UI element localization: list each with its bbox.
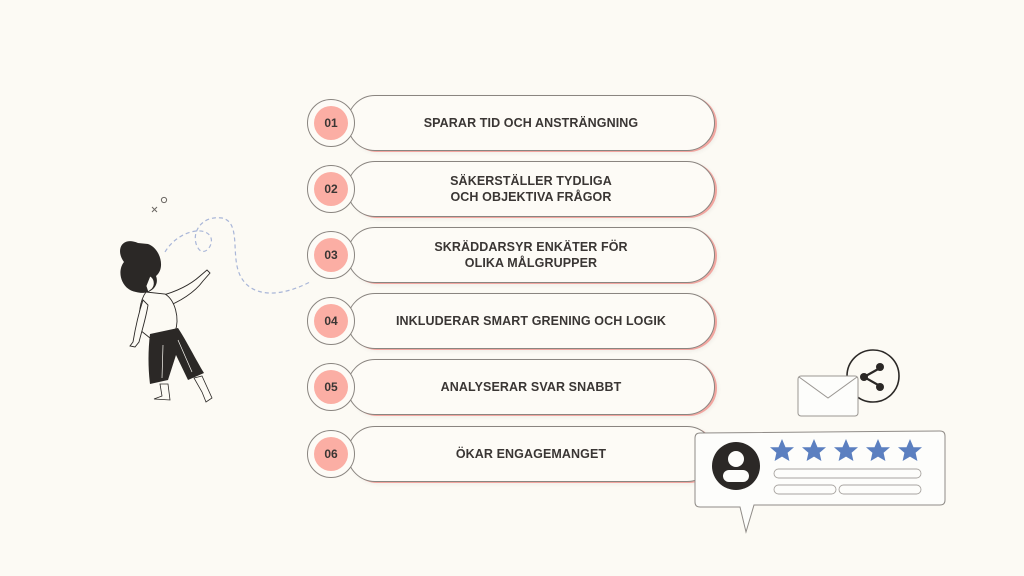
step-pill: SKRÄDDARSYR ENKÄTER FÖR OLIKA MÅLGRUPPER — [347, 227, 715, 283]
step-pill: ÖKAR ENGAGEMANGET — [347, 426, 715, 482]
step-number: 03 — [314, 238, 348, 272]
step-badge-ring: 05 — [307, 363, 355, 411]
rating-stars — [770, 439, 922, 461]
step-number: 04 — [314, 304, 348, 338]
step-pill: ANALYSERAR SVAR SNABBT — [347, 359, 715, 415]
step-pill: SÄKERSTÄLLER TYDLIGA OCH OBJEKTIVA FRÅGO… — [347, 161, 715, 217]
step-3: 03 SKRÄDDARSYR ENKÄTER FÖR OLIKA MÅLGRUP… — [307, 227, 717, 283]
step-1: 01 SPARAR TID OCH ANSTRÄNGNING — [307, 95, 717, 151]
step-badge-ring: 01 — [307, 99, 355, 147]
step-2: 02 SÄKERSTÄLLER TYDLIGA OCH OBJEKTIVA FR… — [307, 161, 717, 217]
step-label: SKRÄDDARSYR ENKÄTER FÖR OLIKA MÅLGRUPPER — [434, 240, 628, 270]
step-label: SPARAR TID OCH ANSTRÄNGNING — [423, 116, 639, 130]
step-pill: SPARAR TID OCH ANSTRÄNGNING — [347, 95, 715, 151]
step-number: 02 — [314, 172, 348, 206]
step-pill: INKLUDERAR SMART GRENING OCH LOGIK — [347, 293, 715, 349]
step-number: 05 — [314, 370, 348, 404]
step-label: ÖKAR ENGAGEMANGET — [455, 447, 607, 461]
step-4: 04 INKLUDERAR SMART GRENING OCH LOGIK — [307, 293, 717, 349]
step-badge-ring: 04 — [307, 297, 355, 345]
step-number: 01 — [314, 106, 348, 140]
step-label: ANALYSERAR SVAR SNABBT — [440, 380, 622, 394]
step-5: 05 ANALYSERAR SVAR SNABBT — [307, 359, 717, 415]
step-label: SÄKERSTÄLLER TYDLIGA OCH OBJEKTIVA FRÅGO… — [450, 174, 612, 204]
step-badge-ring: 06 — [307, 430, 355, 478]
step-6: 06 ÖKAR ENGAGEMANGET — [307, 426, 717, 482]
step-badge-ring: 03 — [307, 231, 355, 279]
avatar-icon — [712, 442, 760, 490]
step-number: 06 — [314, 437, 348, 471]
step-badge-ring: 02 — [307, 165, 355, 213]
step-label: INKLUDERAR SMART GRENING OCH LOGIK — [395, 314, 667, 328]
